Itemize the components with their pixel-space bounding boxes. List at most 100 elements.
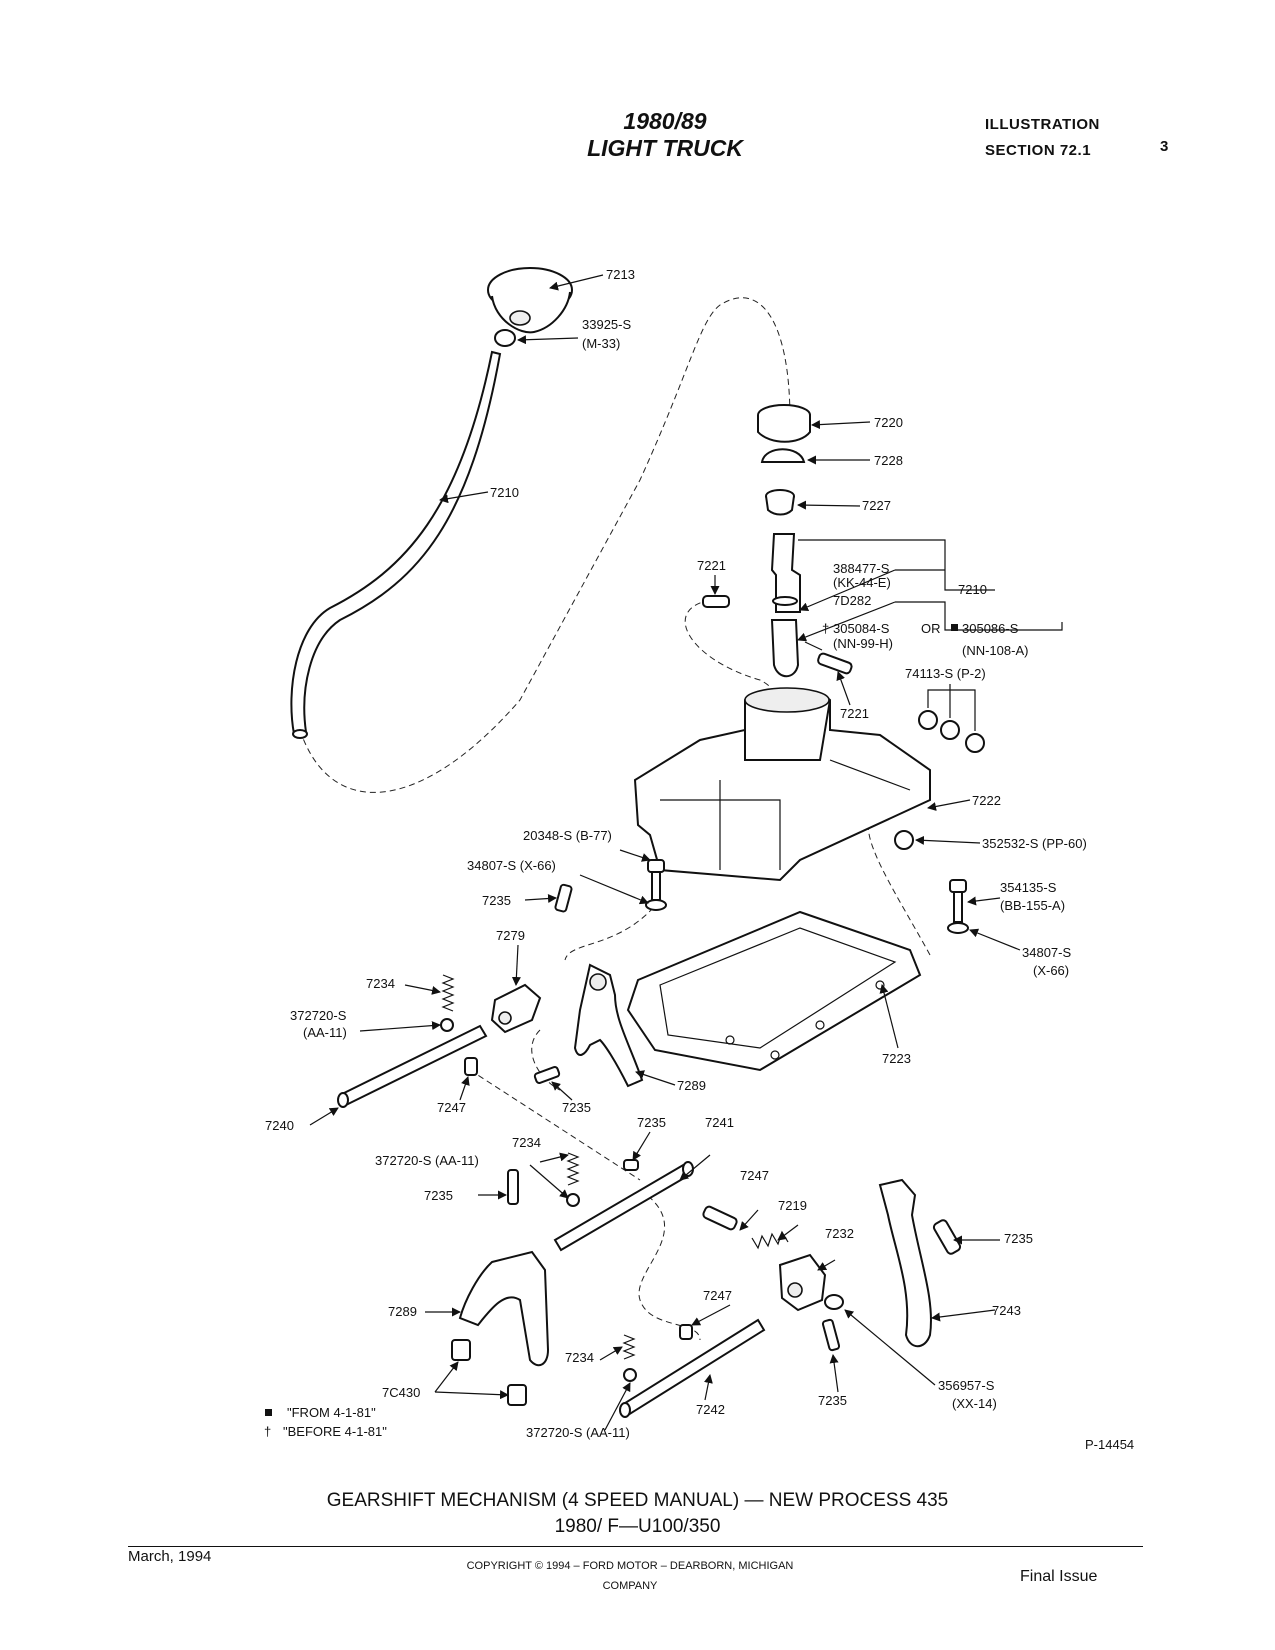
- label-bb-155-a: (BB-155-A): [1000, 898, 1065, 913]
- bolt-20348-s: [647, 859, 665, 901]
- nut-33925-s: [494, 329, 516, 347]
- label-7242: 7242: [696, 1402, 725, 1417]
- washer-34807-s-a: [645, 899, 667, 911]
- label-7247-lower: 7247: [703, 1288, 732, 1303]
- label-354135-s: 354135-S: [1000, 880, 1057, 895]
- footer-status: Final Issue: [1020, 1568, 1098, 1585]
- dagger-mark-icon: †: [822, 621, 829, 636]
- pin-7235-d: [623, 1159, 639, 1171]
- label-356957-s: 356957-S: [938, 1378, 995, 1393]
- shift-rail-7240: [337, 1024, 488, 1108]
- pin-7247-a: [464, 1057, 478, 1076]
- label-nn-99-h: (NN-99-H): [833, 636, 893, 651]
- label-34807-s-top: 34807-S (X-66): [467, 858, 556, 873]
- label-352532-s: 352532-S (PP-60): [982, 836, 1087, 851]
- cap-7228: [760, 448, 806, 463]
- label-7219: 7219: [778, 1198, 807, 1213]
- pin-7235-f: [821, 1318, 841, 1352]
- spring-7234-c: [622, 1334, 636, 1360]
- label-7222: 7222: [972, 793, 1001, 808]
- pin-7235-c: [507, 1169, 519, 1205]
- lower-lever-shaft: [770, 533, 801, 678]
- label-7235-top: 7235: [482, 893, 511, 908]
- spring-7234-a: [441, 974, 455, 1012]
- spring-7219: [751, 1230, 789, 1250]
- ring-356957-s: [824, 1294, 844, 1310]
- ball-372720-s-c: [623, 1368, 637, 1382]
- shift-fork-7289-b: [458, 1250, 550, 1367]
- spring-7227: [765, 489, 795, 516]
- label-7279: 7279: [496, 928, 525, 943]
- label-7d282: 7D282: [833, 593, 871, 608]
- plugs-74113-s: [918, 710, 985, 753]
- shift-rail-7241: [553, 1161, 694, 1252]
- label-7227: 7227: [862, 498, 891, 513]
- ball-372720-s-b: [566, 1193, 580, 1207]
- label-7234-top: 7234: [366, 976, 395, 991]
- label-kk-44-e: (KK-44-E): [833, 575, 891, 590]
- label-7235-rail: 7235: [637, 1115, 666, 1130]
- section-number: 3: [1160, 138, 1169, 155]
- label-7228: 7228: [874, 453, 903, 468]
- gasket-7223: [626, 910, 922, 1072]
- interlock-7232: [778, 1253, 827, 1312]
- housing-7222: [633, 687, 931, 882]
- square-mark-legend-icon: [265, 1409, 272, 1416]
- section-heading: ILLUSTRATION SECTION 72.1: [985, 112, 1100, 164]
- shift-knob-7213: [487, 267, 573, 334]
- ball-372720-s-a: [440, 1018, 454, 1032]
- label-7210-lever: 7210: [490, 485, 519, 500]
- pin-305084-s: [804, 641, 823, 651]
- plug-352532-s: [894, 830, 914, 850]
- label-7247-top: 7247: [437, 1100, 466, 1115]
- shift-fork-7289-a: [573, 963, 644, 1088]
- legend-before-date: "BEFORE 4-1-81": [283, 1424, 387, 1439]
- label-x-66: (X-66): [1033, 963, 1069, 978]
- title-vehicle: LIGHT TRUCK: [587, 135, 743, 161]
- footer-date: March, 1994: [128, 1548, 212, 1565]
- part-labels: 7213 33925-S (M-33) 7210 7220 7228 7227 …: [264, 267, 1134, 1452]
- clip-7c430-b: [507, 1384, 527, 1406]
- copyright-company: COMPANY: [602, 1580, 658, 1592]
- shift-lever-7210: [290, 350, 502, 739]
- label-33925-s: 33925-S: [582, 317, 631, 332]
- label-7220: 7220: [874, 415, 903, 430]
- label-xx-14: (XX-14): [952, 1396, 997, 1411]
- label-372720-s-top: 372720-S: [290, 1008, 347, 1023]
- label-7240: 7240: [265, 1118, 294, 1133]
- figure-caption: GEARSHIFT MECHANISM (4 SPEED MANUAL) — N…: [0, 1488, 1275, 1540]
- dagger-mark-legend-icon: †: [264, 1424, 271, 1439]
- title-year-range: 1980/89: [623, 108, 707, 134]
- bolt-7221-b: [817, 652, 853, 675]
- label-7289-lower: 7289: [388, 1304, 417, 1319]
- interlock-7279: [490, 983, 542, 1034]
- label-aa-11: (AA-11): [303, 1025, 347, 1040]
- pin-7235-top: [554, 883, 573, 913]
- footer-divider: [128, 1546, 1143, 1547]
- caption-title: GEARSHIFT MECHANISM (4 SPEED MANUAL) — N…: [326, 1490, 949, 1511]
- legend-from-date: "FROM 4-1-81": [287, 1405, 376, 1420]
- spring-7234-b: [566, 1152, 580, 1186]
- pin-7235-b: [533, 1066, 561, 1084]
- label-7235-middle: 7235: [562, 1100, 591, 1115]
- section-id-label: SECTION 72.1: [985, 142, 1092, 159]
- leader-lines: [309, 274, 1063, 1431]
- label-74113-s: 74113-S (P-2): [905, 666, 986, 681]
- label-7213: 7213: [606, 267, 635, 282]
- copyright-line: COPYRIGHT © 1994 – FORD MOTOR – DEARBORN…: [466, 1560, 794, 1572]
- bolt-354135-s: [949, 879, 967, 923]
- label-7241: 7241: [705, 1115, 734, 1130]
- label-m-33: (M-33): [582, 336, 620, 351]
- label-7235-right: 7235: [1004, 1231, 1033, 1246]
- label-372720-s-middle: 372720-S (AA-11): [375, 1153, 479, 1168]
- label-7232: 7232: [825, 1226, 854, 1241]
- label-7234-lower: 7234: [565, 1350, 594, 1365]
- label-7223: 7223: [882, 1051, 911, 1066]
- shift-rail-7242: [619, 1318, 766, 1418]
- figure-id: P-14454: [1085, 1437, 1134, 1452]
- pin-7247-c: [679, 1324, 693, 1340]
- label-7221-pin: 7221: [697, 558, 726, 573]
- pin-7247-b: [702, 1205, 738, 1231]
- section-illustration-label: ILLUSTRATION: [985, 116, 1100, 133]
- label-7c430: 7C430: [382, 1385, 420, 1400]
